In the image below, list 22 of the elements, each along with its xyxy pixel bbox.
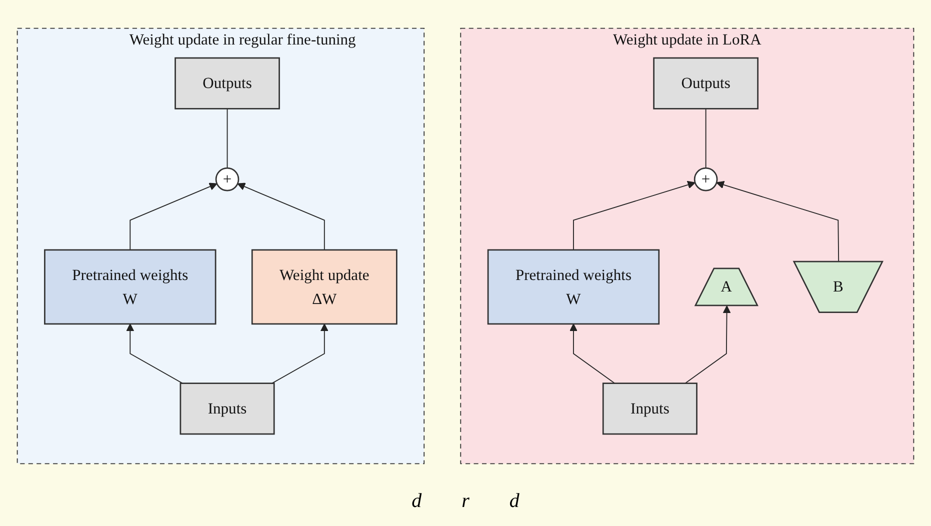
node-box: Outputs [653, 57, 758, 110]
connector [705, 108, 706, 169]
arrow [684, 306, 731, 384]
dimension-label: r [462, 490, 470, 513]
arrow [716, 180, 840, 262]
connector [226, 108, 228, 169]
arrow [573, 180, 696, 250]
dimension-label: d [412, 490, 422, 513]
node-box: Weight update ΔW [251, 249, 398, 325]
arrow [272, 324, 328, 384]
node-circle: + [215, 167, 240, 192]
arrow [569, 324, 616, 384]
node-box: Inputs [602, 382, 698, 435]
node-box: Inputs [180, 382, 275, 435]
arrow [130, 182, 218, 250]
arrow [126, 324, 183, 384]
node-circle: + [694, 167, 718, 192]
node-box: Pretrained weights W [44, 249, 216, 325]
dimension-label: d [509, 490, 520, 513]
arrow [237, 182, 325, 250]
node-box: Pretrained weights W [487, 249, 660, 325]
node-box: Outputs [174, 57, 280, 110]
